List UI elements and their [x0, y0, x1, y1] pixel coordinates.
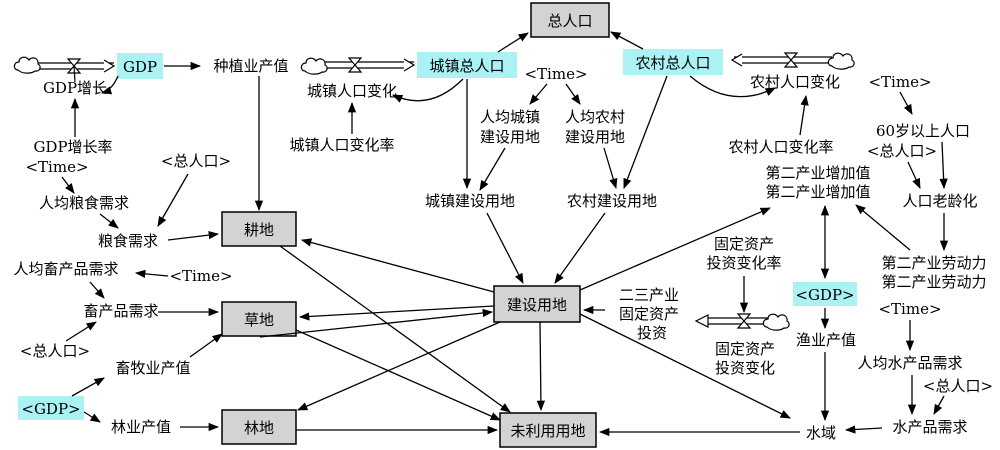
cloud-icon — [762, 313, 790, 331]
stock-construction-land-label: 建设用地 — [507, 296, 567, 314]
livestock-demand: 畜产品需求 — [83, 302, 158, 320]
causal-links — [61, 31, 949, 437]
water-area: 水域 — [806, 424, 836, 442]
rural-pop-change: 农村人口变化 — [750, 73, 840, 91]
rural-pop-change-rate: 农村人口变化率 — [728, 138, 833, 156]
total-pop-shadow-1: <总人口> — [161, 152, 231, 170]
time-shadow-2: <Time> — [524, 65, 587, 83]
gdp-shadow-variable-2: <GDP> — [18, 396, 84, 420]
stock-grassland-label: 草地 — [244, 311, 274, 329]
fixed-asset-investment-line2: 固定资产 — [619, 305, 679, 323]
secondary-value-added-line1: 第二产业增加值 — [765, 164, 870, 182]
urban-pop-flow — [300, 57, 416, 75]
urban-population-stock: 城镇总人口 — [417, 52, 517, 78]
stock-forest-land: 林地 — [221, 409, 297, 445]
total-pop-shadow-2: <总人口> — [20, 342, 90, 360]
urban-land-per-capita-line2: 建设用地 — [480, 128, 540, 146]
stock-total-population-label: 总人口 — [547, 12, 592, 30]
urban-pop-change-rate: 城镇人口变化率 — [289, 136, 394, 154]
cloud-icon — [13, 56, 41, 74]
animal-husbandry-output: 畜牧业产值 — [115, 359, 190, 377]
fishery-output: 渔业产值 — [796, 331, 856, 349]
stock-unused-land: 未利用用地 — [499, 412, 597, 448]
stock-cultivated-land-label: 耕地 — [244, 221, 274, 239]
rural-land-per-capita-line1: 人均农村 — [565, 108, 625, 126]
gdp-growth-rate: GDP增长率 — [33, 138, 112, 156]
stock-unused-land-label: 未利用用地 — [510, 422, 585, 440]
population-aging: 人口老龄化 — [902, 192, 977, 210]
secondary-labor-line1: 第二产业劳动力 — [881, 254, 986, 272]
valve-icon — [347, 57, 363, 73]
rural-population-label: 农村总人口 — [635, 54, 710, 72]
livestock-per-capita-demand: 人均畜产品需求 — [13, 260, 118, 278]
aquatic-per-capita-demand: 人均水产品需求 — [857, 354, 962, 372]
fixed-asset-change-line1: 固定资产 — [715, 340, 775, 358]
gdp-growth: GDP增长 — [43, 79, 107, 97]
stock-cultivated-land: 耕地 — [221, 211, 297, 247]
stock-forest-land-label: 林地 — [244, 419, 274, 437]
secondary-value-added-line2: 第二产业增加值 — [765, 183, 870, 201]
gdp-growth-flow — [13, 56, 116, 83]
grain-demand: 粮食需求 — [98, 232, 158, 250]
fixed-asset-investment-line3: 投资 — [637, 324, 667, 342]
forestry-output: 林业产值 — [111, 418, 171, 436]
grain-per-capita-demand: 人均粮食需求 — [39, 194, 129, 212]
urban-pop-change: 城镇人口变化 — [307, 82, 397, 100]
planting-output: 种植业产值 — [213, 57, 288, 75]
gdp-stock: GDP — [117, 53, 163, 79]
valve-icon — [783, 52, 799, 68]
time-shadow-3: <Time> — [868, 73, 931, 91]
gdp-label: GDP — [123, 58, 157, 76]
gdp-shadow-variable: <GDP> — [793, 282, 857, 306]
fixed-asset-rate-line1: 固定资产 — [714, 235, 774, 253]
total-pop-shadow-4: <总人口> — [923, 377, 993, 395]
urban-land-per-capita-line1: 人均城镇 — [480, 108, 540, 126]
gdp-shadow-label: <GDP> — [795, 286, 854, 304]
fixed-asset-flow — [694, 313, 790, 331]
stock-grassland: 草地 — [221, 301, 297, 337]
time-shadow-1: <Time> — [25, 158, 88, 176]
gdp-shadow-label-2: <GDP> — [21, 400, 80, 418]
urban-construction-land: 城镇建设用地 — [425, 192, 515, 210]
stock-total-population: 总人口 — [530, 2, 610, 38]
fixed-asset-investment-line1: 二三产业 — [619, 286, 679, 304]
cloud-icon — [300, 57, 328, 75]
rural-construction-land: 农村建设用地 — [567, 192, 657, 210]
fixed-asset-change-line2: 投资变化 — [715, 359, 775, 377]
over-60-population: 60岁以上人口 — [876, 122, 970, 140]
cloud-icon — [827, 52, 855, 70]
rural-pop-flow — [730, 52, 855, 70]
total-pop-shadow-3: <总人口> — [867, 142, 937, 160]
fixed-asset-rate-line2: 投资变化率 — [706, 254, 781, 272]
stock-construction-land: 建设用地 — [493, 285, 581, 323]
time-shadow-4: <Time> — [169, 267, 232, 285]
secondary-labor-line2: 第二产业劳动力 — [881, 273, 986, 291]
aquatic-demand: 水产品需求 — [892, 418, 967, 436]
valve-icon — [66, 58, 82, 83]
urban-population-label: 城镇总人口 — [429, 57, 504, 75]
time-shadow-6: <Time> — [878, 300, 941, 318]
rural-population-stock: 农村总人口 — [623, 49, 723, 75]
valve-icon — [736, 313, 752, 329]
rural-land-per-capita-line2: 建设用地 — [565, 128, 625, 146]
